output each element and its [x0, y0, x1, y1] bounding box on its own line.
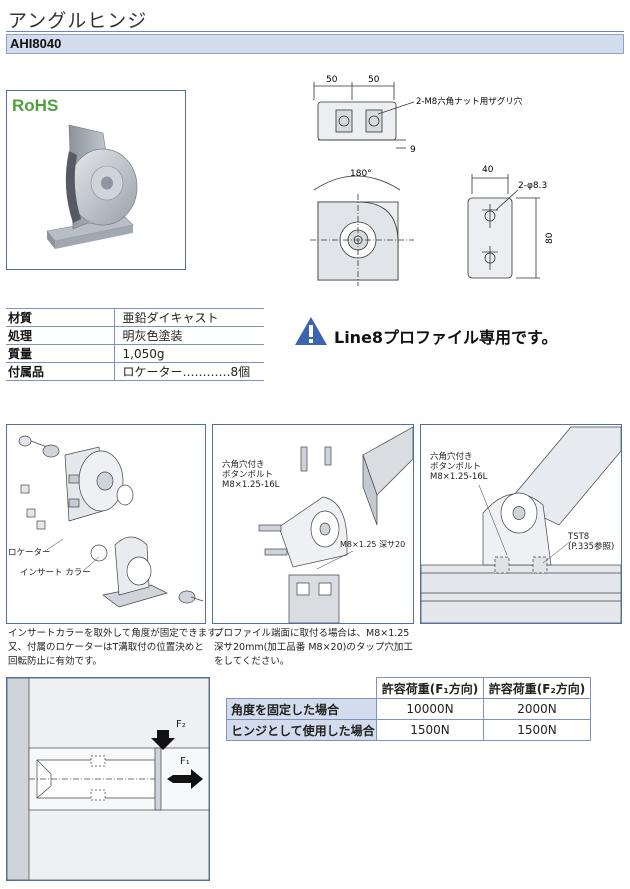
- load-table-header: 許容荷重(F₁方向): [376, 677, 484, 699]
- spec-row: 質量 1,050g: [6, 344, 264, 363]
- callout-nut: 2-M8六角ナット用ザグリ穴: [416, 96, 523, 107]
- dim-right: 50: [368, 75, 380, 85]
- title-divider: [6, 31, 624, 32]
- table-row: ヒンジとして使用した場合 1500N 1500N: [226, 719, 591, 741]
- panel2-bolt-label-2: ボタンボルト: [222, 470, 274, 480]
- load-diagram: [6, 677, 210, 881]
- load-row-label: ヒンジとして使用した場合: [226, 719, 377, 741]
- load-table-corner: [226, 677, 377, 699]
- rail-mount-illustration: [420, 426, 622, 624]
- spec-value: 亜鉛ダイキャスト: [113, 308, 264, 327]
- assembly-panel: [6, 424, 206, 624]
- load-row-label: 角度を固定した場合: [226, 698, 377, 720]
- panel1-caption-line: 又、付属のロケーターはT溝取付の位置決めと: [8, 642, 204, 653]
- spec-table: 材質 亜鉛ダイキャスト 処理 明灰色塗装 質量 1,050g 付属品 ロケーター…: [6, 308, 264, 381]
- model-bar: [6, 34, 624, 54]
- dim-angle: 180°: [350, 169, 372, 179]
- panel3-bolt-label-1: 六角穴付き: [430, 452, 473, 462]
- notice-text: Line8プロファイル専用です。: [334, 328, 558, 347]
- page-title: アングルヒンジ: [8, 10, 148, 32]
- dim-left: 50: [326, 75, 338, 85]
- assembly-illustration: [18, 435, 204, 608]
- load-table-header-row: 許容荷重(F₁方向) 許容荷重(F₂方向): [226, 677, 591, 699]
- panel2-caption-line: 深サ20mm(加工品番 M8×20)のタップ穴加工: [214, 642, 413, 653]
- warning-triangle-icon: [295, 317, 327, 345]
- spec-row: 付属品 ロケーター…………8個: [6, 362, 264, 381]
- rohs-badge: RoHS: [12, 96, 59, 115]
- panel3-bolt-label-3: M8×1.25-16L: [430, 472, 488, 482]
- spec-value: 1,050g: [113, 344, 264, 363]
- force-f1-label: F₁: [180, 756, 190, 767]
- insert-collar-label: インサート カラー: [20, 568, 91, 578]
- panel3-bolt-label-2: ボタンボルト: [430, 462, 482, 472]
- end-mount-panel: [212, 424, 414, 624]
- end-mount-illustration: [258, 426, 414, 624]
- load-f1-value: 1500N: [376, 719, 484, 741]
- panel2-bolt-label-1: 六角穴付き: [222, 460, 265, 470]
- load-table-header: 許容荷重(F₂方向): [483, 677, 591, 699]
- technical-drawing: 50 50 9 2-M8六角ナット用ザグリ穴 180° 40 80 2-φ8.3: [310, 75, 555, 286]
- load-f1-value: 10000N: [376, 698, 484, 720]
- spec-label: 材質: [6, 308, 114, 327]
- load-diagram-panel: [6, 677, 210, 881]
- product-photo-frame: [6, 90, 186, 270]
- force-f2-label: F₂: [176, 719, 186, 730]
- spec-value: 明灰色塗装: [113, 326, 264, 345]
- spec-label: 付属品: [6, 362, 114, 381]
- spec-row: 材質 亜鉛ダイキャスト: [6, 308, 264, 327]
- table-row: 角度を固定した場合 10000N 2000N: [226, 698, 591, 720]
- panel3-tst-label-2: (P.335参照): [568, 542, 615, 552]
- panel1-caption-line: インサートカラーを取外して角度が固定できます。: [8, 628, 226, 639]
- rail-mount-panel: [420, 424, 622, 624]
- callout-hole: 2-φ8.3: [518, 181, 547, 191]
- locator-label: ロケーター: [8, 548, 51, 558]
- product-photo: [46, 124, 138, 249]
- dim-width: 40: [482, 165, 494, 175]
- dim-height: 80: [545, 232, 555, 244]
- panel2-tap-label: M8×1.25 深サ20: [340, 540, 406, 549]
- panel1-caption-line: 回転防止に有効です。: [8, 656, 103, 667]
- spec-row: 処理 明灰色塗装: [6, 326, 264, 345]
- panel3-tst-label-1: TST8: [568, 532, 590, 542]
- dim-thickness: 9: [410, 145, 416, 155]
- spec-label: 質量: [6, 344, 114, 363]
- load-f2-value: 1500N: [483, 719, 591, 741]
- load-table: 許容荷重(F₁方向) 許容荷重(F₂方向) 角度を固定した場合 10000N 2…: [226, 677, 591, 741]
- spec-value: ロケーター…………8個: [113, 362, 264, 381]
- model-number: AHI8040: [10, 36, 62, 51]
- load-f2-value: 2000N: [483, 698, 591, 720]
- panel2-caption-line: プロファイル端面に取付る場合は、M8×1.25: [214, 628, 410, 639]
- panel2-bolt-label-3: M8×1.25-16L: [222, 480, 280, 490]
- spec-label: 処理: [6, 326, 114, 345]
- panel2-caption-line: をしてください。: [214, 656, 290, 667]
